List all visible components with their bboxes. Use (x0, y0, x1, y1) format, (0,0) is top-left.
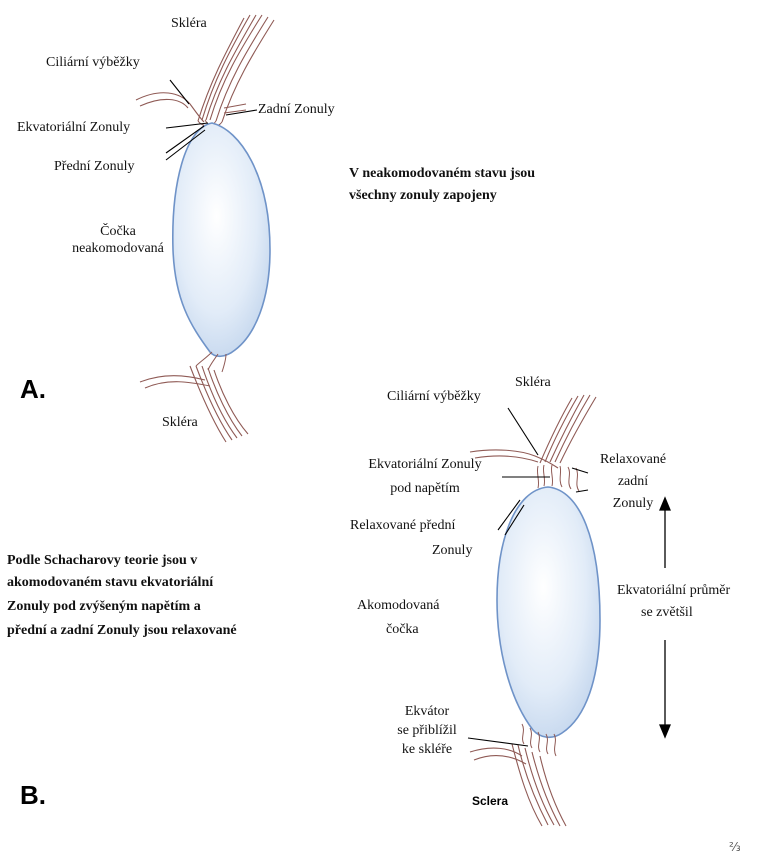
lens-b (497, 487, 600, 737)
caption-b-line2: akomodovaném stavu ekvatoriální (7, 572, 213, 594)
label-equator-line1: Ekvátor (372, 703, 482, 720)
caption-a-line2: všechny zonuly zapojeny (349, 185, 497, 207)
label-lens-b-line2: čočka (386, 621, 419, 638)
ciliary-process-bottom-a (140, 376, 210, 388)
label-lens-a-line2: neakomodovaná (63, 240, 173, 257)
panel-a-letter: A. (20, 374, 46, 405)
panel-b-letter: B. (20, 780, 46, 811)
ciliary-process-a (136, 93, 246, 122)
label-sclera-bottom-a: Skléra (162, 414, 198, 431)
label-relaxed-posterior-line3: Zonuly (588, 495, 678, 512)
label-relaxed-anterior-line2: Zonuly (432, 542, 472, 559)
label-equator-line3: ke skléře (372, 741, 482, 758)
corner-mark: ⅔ (729, 840, 741, 854)
label-equatorial-zonules-a: Ekvatoriální Zonuly (17, 119, 130, 136)
caption-b-line4: přední a zadní Zonuly jsou relaxované (7, 620, 237, 642)
lens-a (173, 123, 270, 356)
label-lens-a-line1: Čočka (63, 223, 173, 240)
sclera-fibers-bottom-a (190, 366, 248, 442)
label-relaxed-posterior-line1: Relaxované (588, 451, 678, 468)
label-ciliary-b: Ciliární výběžky (387, 388, 481, 405)
label-anterior-zonules-a: Přední Zonuly (54, 158, 135, 175)
label-sclera-bottom-b: Sclera (472, 794, 508, 808)
label-relaxed-posterior-line2: zadní (588, 473, 678, 490)
label-diameter-line1: Ekvatoriální průměr (617, 582, 730, 599)
label-sclera-top-b: Skléra (515, 374, 551, 391)
caption-b-line1: Podle Schacharovy teorie jsou v (7, 550, 197, 572)
label-posterior-zonules-a: Zadní Zonuly (258, 101, 335, 118)
caption-b-line3: Zonuly pod zvýšeným napětím a (7, 596, 201, 618)
sclera-fibers-bottom-b (512, 744, 566, 826)
label-diameter-line2: se zvětšil (641, 604, 693, 621)
label-relaxed-anterior-line1: Relaxované přední (350, 517, 455, 534)
label-ciliary-a: Ciliární výběžky (46, 54, 140, 71)
label-equatorial-b-line2: pod napětím (345, 480, 505, 497)
label-sclera-top-a: Skléra (171, 15, 207, 32)
label-equator-line2: se přiblížil (372, 722, 482, 739)
label-lens-b-line1: Akomodovaná (357, 597, 439, 614)
caption-a-line1: V neakomodovaném stavu jsou (349, 163, 535, 185)
label-equatorial-b-line1: Ekvatoriální Zonuly (345, 456, 505, 473)
